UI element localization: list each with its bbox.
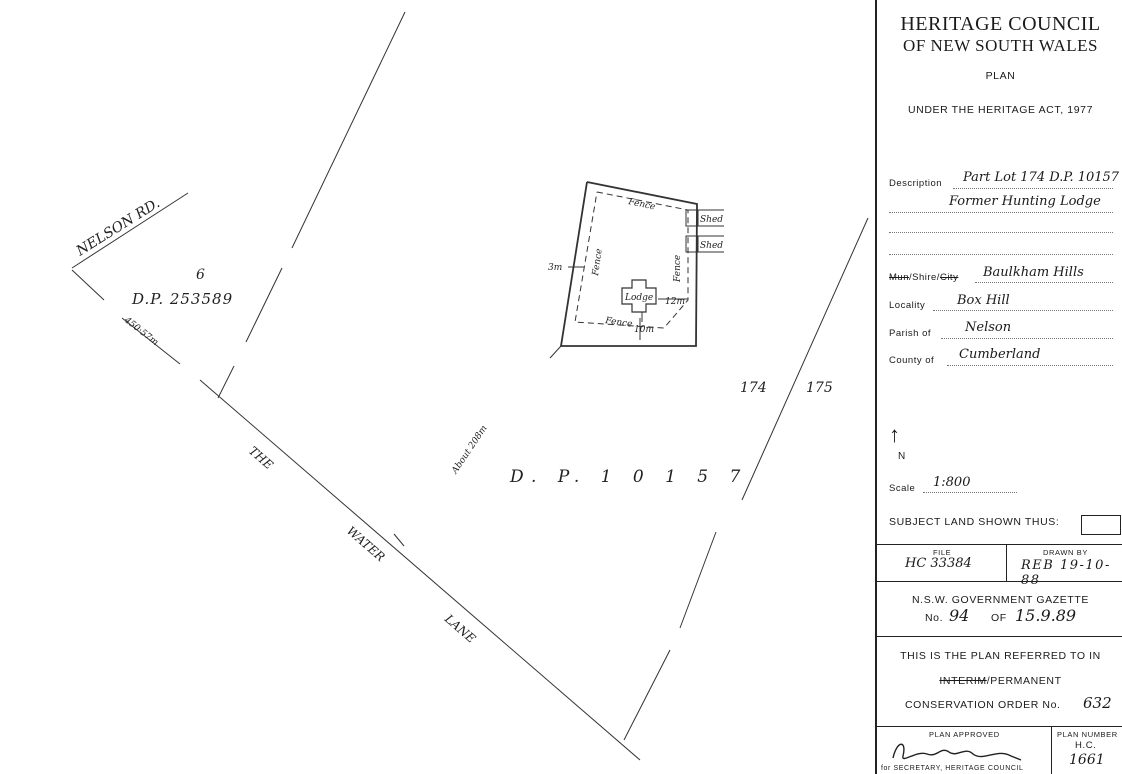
municipality-label: Mun/Shire/City [889,272,959,283]
referred-line2: INTERIM/PERMANENT [939,675,1062,687]
municipality-value: Baulkham Hills [983,265,1084,280]
lodge-parcel-boundary [559,181,698,347]
scale-label: Scale [889,483,916,494]
conservation-order-value: 632 [1083,694,1112,712]
plan-approved-label: PLAN APPROVED [929,730,1000,739]
north-arrow-icon: ↑ [889,422,900,447]
drawn-by-label: DRAWN BY [1043,548,1088,557]
road-label-the: THE [246,444,276,473]
site-plan-drawing: NELSON RD. 6 D.P. 253589 450·57m THE WAT… [71,11,869,761]
plan-number-label: PLAN NUMBER [1057,730,1118,739]
council-title-line1: HERITAGE COUNCIL [900,13,1101,35]
boundary-line-west [291,11,406,249]
nelson-road-line [71,192,189,269]
lot-boundary-line [121,317,181,365]
locality-value: Box Hill [957,293,1010,308]
subject-land-label: SUBJECT LAND SHOWN THUS: [889,516,1060,528]
gazette-date-value: 15.9.89 [1015,606,1077,625]
lot-174-label: 174 [740,380,767,396]
dimension-left-small-label: 3m [548,263,562,273]
boundary-line-west [217,365,235,399]
fence-label-top: Fence [626,197,656,213]
fence-label-bottom: Fence [604,316,633,330]
under-act-label: UNDER THE HERITAGE ACT, 1977 [907,104,1094,116]
boundary-line-east [623,649,671,741]
gazette-no-value: 94 [949,606,970,625]
fence-label-left: Fence [591,248,605,277]
north-label: N [898,451,906,462]
description-value-1: Part Lot 174 D.P. 10157 [963,170,1120,185]
parish-label: Parish of [889,328,931,339]
inner-fence [574,191,689,329]
plan-number-prefix: H.C. [1075,740,1097,751]
about-dimension-label: About 208m [450,424,490,477]
lot-175-label: 175 [806,380,833,396]
nelson-road-label: NELSON RD. [73,195,163,260]
subject-land-swatch [1081,515,1121,535]
shed-box [685,235,699,253]
gazette-label: N.S.W. GOVERNMENT GAZETTE [912,594,1089,606]
shed-label-1: Shed [700,215,723,225]
lot-number-label: 6 [196,267,205,283]
dimension-left-label: 450·57m [121,315,159,348]
fence-label-right: Fence [673,255,683,283]
description-value-2: Former Hunting Lodge [949,194,1101,209]
conservation-order-label: CONSERVATION ORDER No. [905,699,1061,711]
plan-label: PLAN [985,70,1016,82]
gazette-of-label: OF [991,612,1007,624]
title-block-panel: HERITAGE COUNCIL OF NEW SOUTH WALES PLAN… [875,0,1122,774]
parcel-tail [549,345,562,359]
water-lane-line [199,379,641,761]
secretary-label: for SECRETARY, HERITAGE COUNCIL [881,765,1024,772]
boundary-line-east [679,531,717,629]
parish-value: Nelson [965,320,1012,335]
nelson-road-edge [71,269,105,301]
plan-number-value: 1661 [1069,752,1105,768]
road-label-water: WATER [344,524,388,564]
shed-label-2: Shed [700,241,723,251]
water-lane-tick [393,533,405,547]
drawn-by-value: REB 19-10-88 [1021,558,1111,588]
gazette-no-label: No. [925,612,944,624]
boundary-line-east [741,217,869,501]
file-label: FILE [933,548,952,557]
dimension-right-label: 12m [665,297,685,307]
file-value: HC 33384 [905,556,972,571]
referred-line1: THIS IS THE PLAN REFERRED TO IN [900,650,1101,662]
lodge-building [621,279,657,313]
council-title-line2: OF NEW SOUTH WALES [903,36,1098,55]
dp-main-label: D. P. 1 0 1 5 7 [509,467,748,487]
lot-dp-label: D.P. 253589 [131,290,233,308]
locality-label: Locality [889,300,926,311]
county-value: Cumberland [959,347,1041,362]
scale-value: 1:800 [933,475,971,490]
shed-box [685,209,699,227]
dimension-bottom-label: 10m [634,325,654,335]
county-label: County of [889,355,935,366]
description-label: Description [889,178,943,189]
boundary-line-west [245,267,283,343]
lodge-label: Lodge [624,293,653,303]
approval-signature [892,743,1022,761]
